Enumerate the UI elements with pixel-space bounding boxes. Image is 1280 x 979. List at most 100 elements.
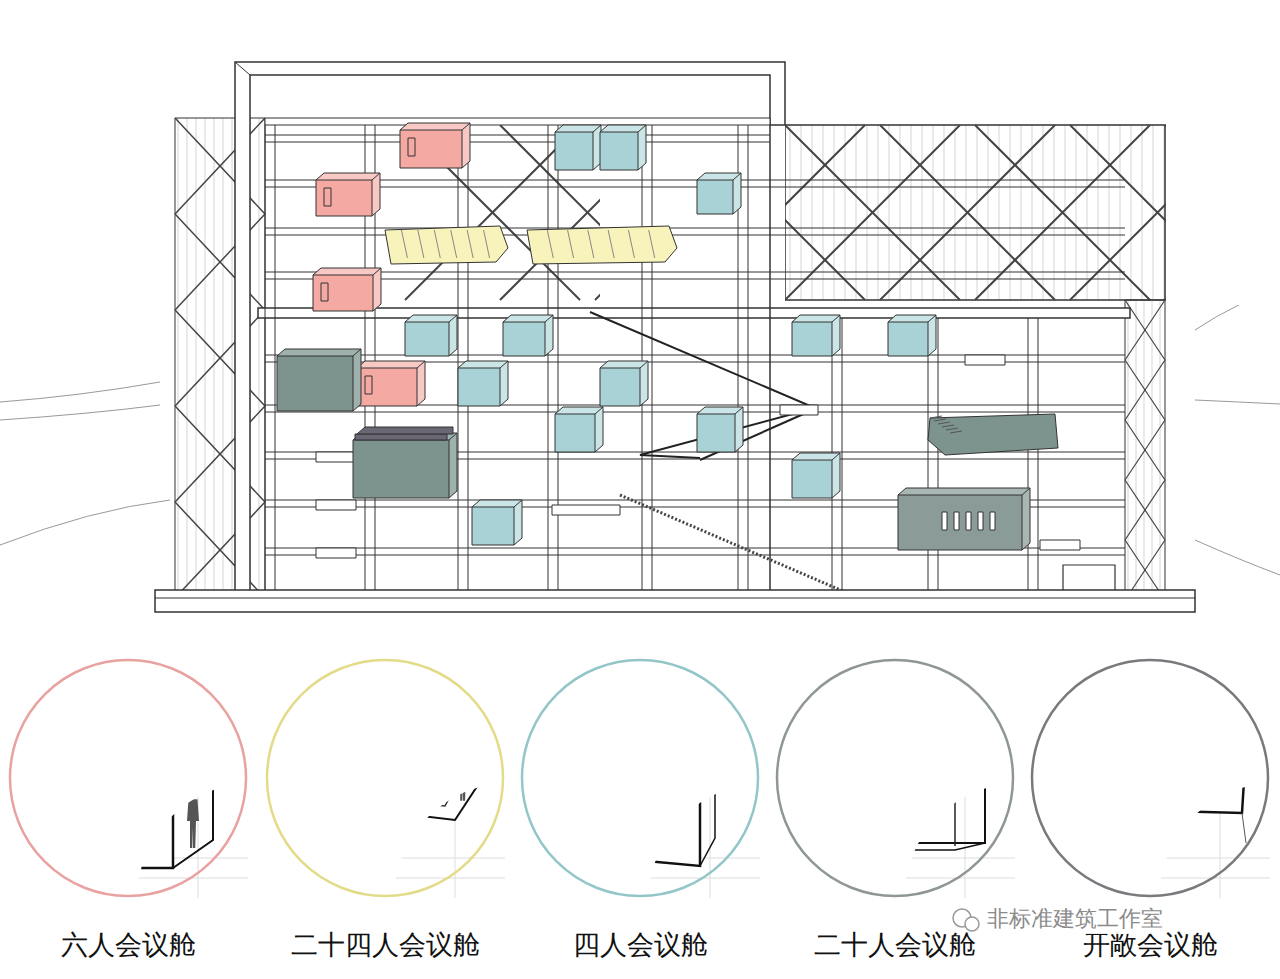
- line: [975, 125, 1150, 300]
- line: [955, 125, 956, 300]
- line: [922, 125, 923, 300]
- line: [1125, 480, 1165, 540]
- shape: [175, 118, 265, 600]
- line: [1030, 703, 1270, 718]
- meeting-pod: [357, 361, 425, 406]
- line: [175, 310, 265, 406]
- shape: [462, 123, 470, 130]
- shape: [792, 460, 832, 498]
- shape: [938, 422, 950, 424]
- shape: [43, 706, 213, 733]
- line: [834, 125, 835, 300]
- circle-outline: [3, 657, 253, 899]
- shape: [353, 349, 361, 356]
- line: [458, 125, 459, 590]
- line: [520, 683, 760, 684]
- line: [265, 272, 1125, 273]
- shape: [697, 407, 743, 452]
- circle-border: [1032, 660, 1268, 896]
- line: [785, 125, 960, 300]
- circle-ground: [1032, 660, 1268, 896]
- meeting-pod: [405, 315, 457, 356]
- line: [1125, 360, 1165, 420]
- meeting-pod: [316, 173, 380, 216]
- line: [1125, 420, 1165, 480]
- shape: [277, 349, 361, 411]
- line: [1125, 300, 1165, 360]
- meeting-pod: [458, 361, 508, 406]
- shape: [503, 315, 553, 356]
- line: [748, 125, 749, 590]
- line: [975, 125, 1150, 300]
- shape: [965, 355, 1005, 365]
- shape: [1062, 726, 1246, 748]
- shape: [733, 173, 741, 180]
- line: [455, 658, 456, 898]
- shape: [1062, 743, 1246, 813]
- shape: [595, 407, 603, 414]
- shape: [235, 62, 785, 605]
- line: [977, 125, 978, 300]
- shape: [345, 738, 363, 797]
- shape: [946, 428, 958, 430]
- circle-ground: [10, 660, 246, 896]
- shape: [0, 382, 160, 402]
- meeting-pod: [277, 349, 361, 411]
- line: [944, 125, 945, 300]
- shape: [568, 230, 574, 258]
- shape: [590, 312, 815, 458]
- shape: [600, 368, 640, 406]
- line: [900, 125, 901, 300]
- line: [265, 228, 1125, 229]
- head: [1192, 723, 1198, 729]
- shape: [954, 512, 959, 530]
- meeting-pod: [888, 315, 936, 356]
- shape: [0, 405, 160, 420]
- shape: [600, 361, 648, 406]
- line: [198, 658, 199, 898]
- shape: [620, 495, 845, 592]
- shape: [405, 315, 457, 356]
- shape: [434, 230, 440, 258]
- line: [1125, 420, 1165, 480]
- shape: [966, 512, 971, 530]
- shape: [316, 500, 356, 510]
- shape: [321, 738, 339, 795]
- line: [914, 713, 916, 846]
- line: [1152, 300, 1153, 600]
- shape: [297, 738, 315, 793]
- circle-border: [267, 660, 503, 896]
- line: [642, 125, 643, 590]
- shape: [619, 797, 631, 846]
- line: [155, 598, 1195, 599]
- shape: [400, 130, 462, 168]
- line: [178, 118, 179, 600]
- circle-border: [777, 660, 1013, 896]
- shape: [638, 125, 646, 132]
- shape: [1022, 488, 1030, 495]
- mask: [1166, 120, 1280, 305]
- circle-ground: [267, 660, 503, 896]
- shape: [545, 315, 553, 322]
- head: [459, 747, 467, 755]
- line: [1125, 360, 1165, 420]
- shape: [355, 434, 447, 440]
- shape: [797, 686, 993, 713]
- shape: [373, 268, 381, 275]
- line: [710, 658, 711, 898]
- circle-border: [10, 660, 246, 896]
- line: [775, 858, 1015, 859]
- line: [1120, 125, 1121, 300]
- shape: [53, 768, 61, 804]
- line: [911, 125, 912, 300]
- line: [265, 683, 505, 684]
- line: [1131, 125, 1132, 300]
- shape: [1195, 400, 1280, 404]
- shape: [735, 407, 743, 414]
- shape: [547, 230, 553, 258]
- line: [856, 125, 857, 300]
- pod-type-label: 四人会议舱: [515, 929, 765, 961]
- line: [520, 858, 760, 859]
- shape: [514, 500, 522, 507]
